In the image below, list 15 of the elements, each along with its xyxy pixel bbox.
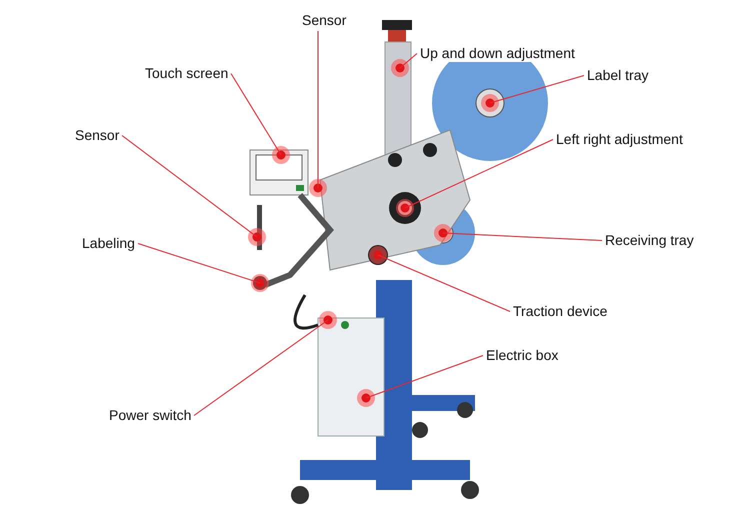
leader-line bbox=[138, 243, 260, 284]
leader-line bbox=[194, 320, 328, 416]
leader-line bbox=[442, 232, 602, 241]
leader-line bbox=[400, 53, 418, 68]
leader-line bbox=[490, 75, 584, 104]
leader-line bbox=[378, 254, 510, 312]
callout-label: Receiving tray bbox=[605, 232, 694, 249]
leader-line bbox=[122, 135, 258, 238]
leader-line bbox=[230, 73, 282, 156]
callout-label: Label tray bbox=[587, 67, 648, 84]
leader-line bbox=[366, 355, 484, 398]
callout-label: Labeling bbox=[82, 235, 135, 252]
callout-label: Up and down adjustment bbox=[420, 45, 575, 62]
leader-line bbox=[404, 139, 554, 208]
callout-label: Left right adjustment bbox=[556, 131, 683, 148]
